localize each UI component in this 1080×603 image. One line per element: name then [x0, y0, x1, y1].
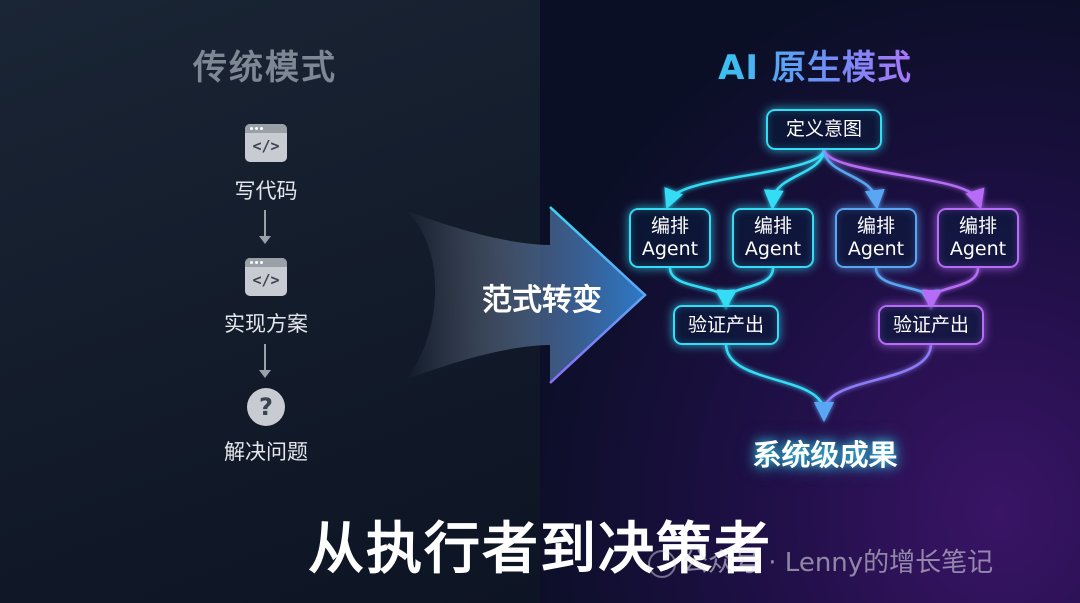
ai-native-mode-title: AI 原生模式	[680, 40, 950, 89]
question-icon: ?	[247, 388, 285, 426]
code-window-icon: </>	[245, 124, 287, 162]
down-arrow-icon	[259, 344, 271, 378]
headline: 从执行者到决策者	[308, 517, 772, 582]
step-write-code: 写代码	[234, 179, 298, 203]
verify-output-node: 验证产出	[673, 305, 779, 345]
paradigm-shift-label: 范式转变	[482, 283, 602, 318]
step-implement-solution: 实现方案	[224, 312, 308, 336]
define-intent-node: 定义意图	[766, 109, 882, 150]
watermark: 公众号 · Lenny的增长笔记	[648, 542, 1068, 579]
agent-node: 编排 Agent	[629, 208, 711, 268]
agent-node: 编排 Agent	[835, 208, 917, 268]
system-level-result: 系统级成果	[752, 438, 898, 472]
agent-node: 编排 Agent	[937, 208, 1019, 268]
traditional-mode-title: 传统模式	[193, 48, 337, 88]
wechat-icon	[648, 549, 676, 578]
step-solve-problem: 解决问题	[224, 440, 308, 464]
down-arrow-icon	[259, 210, 271, 244]
verify-output-node: 验证产出	[878, 305, 984, 345]
agent-node: 编排 Agent	[732, 208, 814, 268]
code-window-icon: </>	[245, 258, 287, 296]
